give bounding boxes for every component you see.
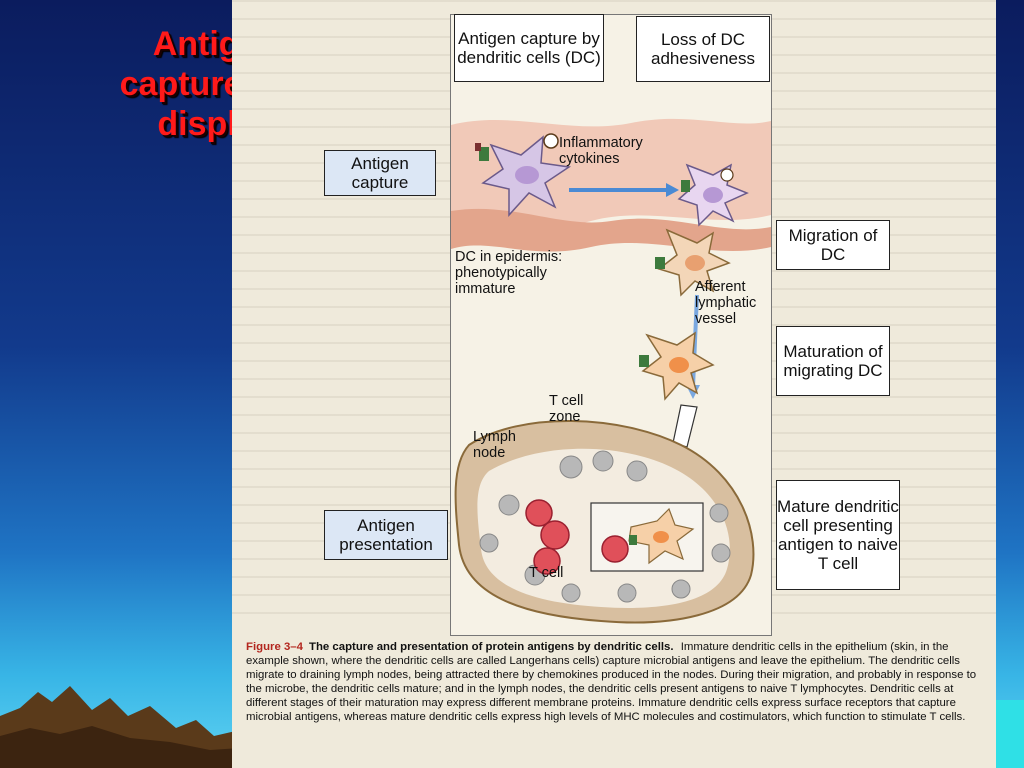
figure-illustration xyxy=(451,118,771,624)
textbook-page: Inflammatory cytokines DC in epidermis: … xyxy=(232,0,996,768)
figure-caption: Figure 3–4 The capture and presentation o… xyxy=(246,640,984,724)
box-loss-of-dc-adhesiveness-text: Loss of DC adhesiveness xyxy=(651,30,755,68)
t-cell-zone-label: T cell zone xyxy=(549,393,584,425)
box-loss-of-dc-adhesiveness: Loss of DC adhesiveness xyxy=(636,16,770,82)
box-mature-dendritic-cell: Mature dendritic cell presenting antigen… xyxy=(776,480,900,590)
box-antigen-capture-text: Antigen capture xyxy=(351,154,409,192)
arrow-to-cytokines xyxy=(666,183,679,197)
box-antigen-capture: Antigen capture xyxy=(324,150,436,196)
box-maturation-of-migrating-dc-text: Maturation of migrating DC xyxy=(783,342,883,380)
t-cells xyxy=(525,499,629,575)
lymphocytes xyxy=(479,450,731,603)
box-mature-dendritic-cell-text: Mature dendritic cell presenting antigen… xyxy=(777,497,899,573)
lymph-node-label: Lymph node xyxy=(473,429,516,461)
box-antigen-presentation-text: Antigen presentation xyxy=(339,516,433,554)
figure-caption-title: The capture and presentation of protein … xyxy=(308,641,674,653)
dc-epidermis-label: DC in epidermis: phenotypically immature xyxy=(455,249,563,297)
box-migration-of-dc: Migration of DC xyxy=(776,220,890,270)
accent-stripe xyxy=(996,700,1024,768)
box-maturation-of-migrating-dc: Maturation of migrating DC xyxy=(776,326,890,396)
figure-caption-text: Immature dendritic cells in the epitheli… xyxy=(246,641,977,723)
afferent-vessel xyxy=(672,404,698,448)
box-migration-of-dc-text: Migration of DC xyxy=(788,226,878,264)
dc-leaving-epidermis xyxy=(677,163,749,227)
mature-dc-presenting xyxy=(628,507,695,565)
figure-panel: Inflammatory cytokines DC in epidermis: … xyxy=(450,14,772,636)
migrating-dc xyxy=(655,228,731,297)
figure-number: Figure 3–4 xyxy=(246,641,303,653)
maturing-dc xyxy=(639,331,715,401)
box-antigen-capture-by-dc-text: Antigen capture by dendritic cells (DC) xyxy=(457,29,601,67)
t-cell-label: T cell xyxy=(529,565,564,581)
box-antigen-capture-by-dc: Antigen capture by dendritic cells (DC) xyxy=(454,14,604,82)
inflammatory-cytokines-label: Inflammatory cytokines xyxy=(559,135,643,167)
immature-dendritic-cell xyxy=(475,133,572,217)
mountain-silhouette xyxy=(0,686,240,768)
afferent-vessel-label: Afferent lymphatic vessel xyxy=(695,279,757,327)
box-antigen-presentation: Antigen presentation xyxy=(324,510,448,560)
